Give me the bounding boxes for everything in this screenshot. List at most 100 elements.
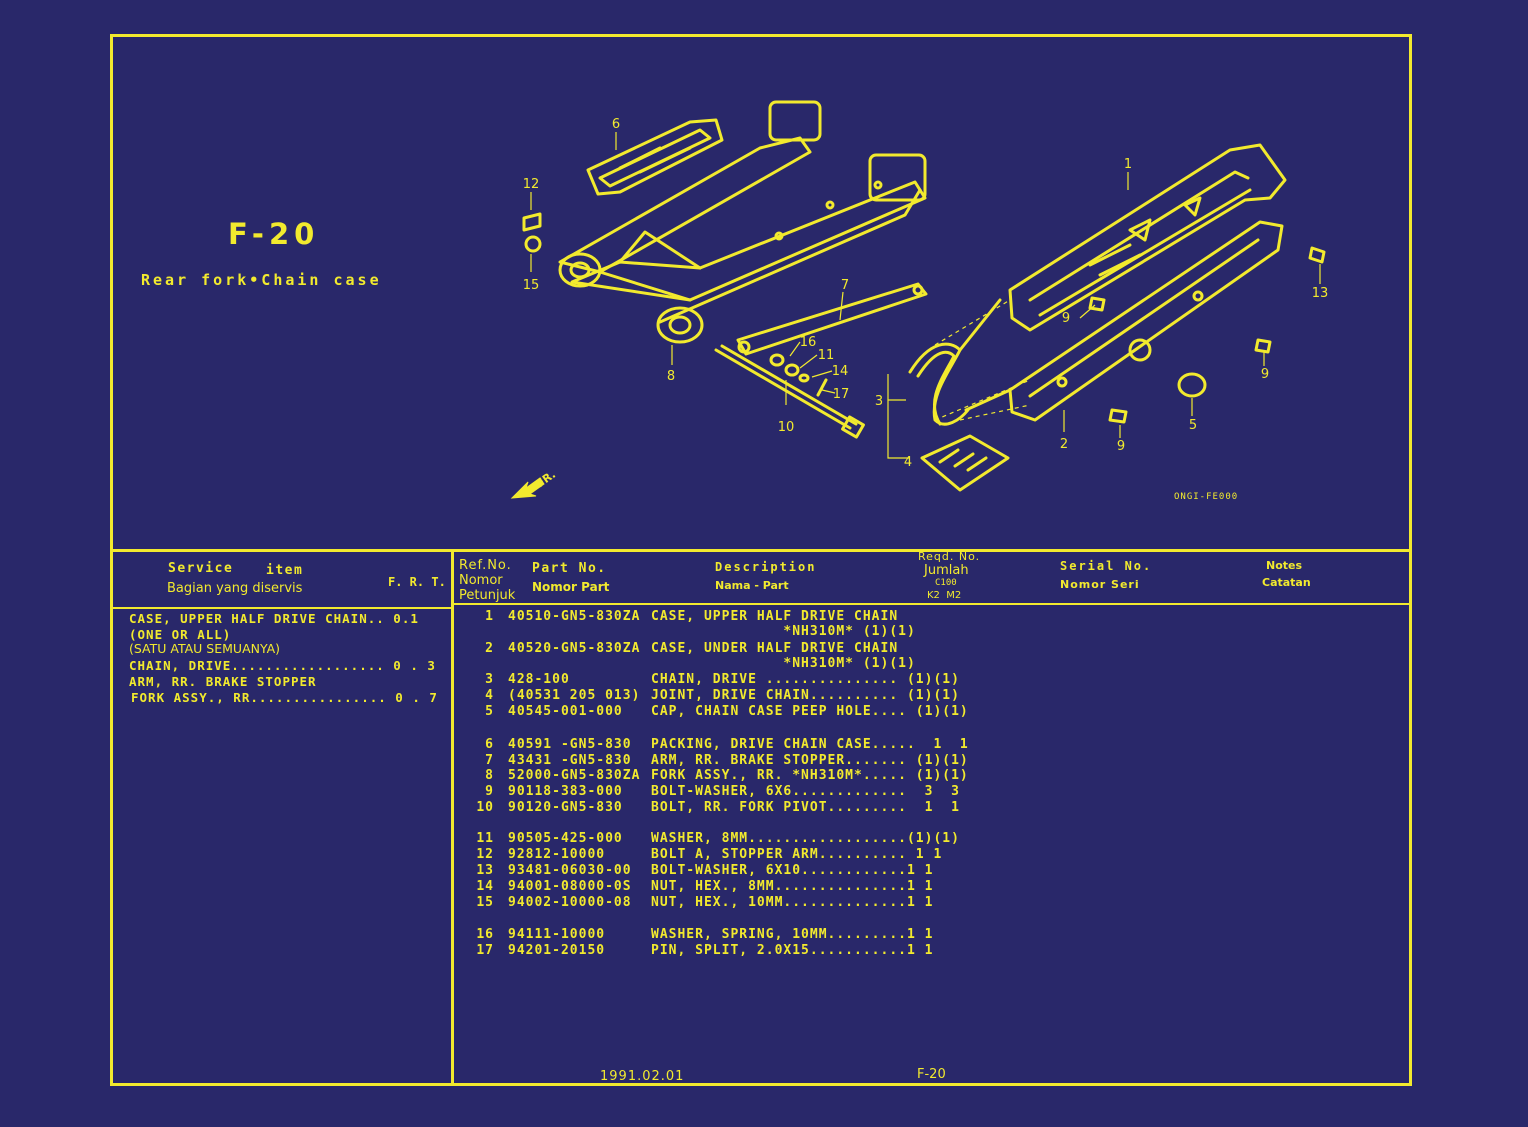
brake-stopper-arm-drawing <box>736 282 928 356</box>
callout-4: 4 <box>904 455 912 470</box>
callout-15: 15 <box>523 278 540 293</box>
part-description: NUT, HEX., 8MM...............1 1 <box>651 879 934 894</box>
callout-13: 13 <box>1312 286 1329 301</box>
page-code: F-20 <box>228 217 320 251</box>
callout-10: 10 <box>778 420 795 435</box>
callout-1: 1 <box>1124 157 1132 172</box>
part-number: 94002-10000-08 <box>508 895 632 910</box>
part-no-header: Part No. <box>532 561 607 576</box>
notes-header: Notes <box>1266 559 1303 572</box>
peep-hole-cap-drawing <box>1177 372 1207 398</box>
ref-number: 11 <box>476 831 494 846</box>
header-divider-left <box>113 607 451 609</box>
part-description: PACKING, DRIVE CHAIN CASE..... 1 1 <box>651 737 969 752</box>
part-description: WASHER, SPRING, 10MM.........1 1 <box>651 927 934 942</box>
callout-14: 14 <box>832 364 849 379</box>
reqd-header-variants: K2 M2 <box>927 590 962 601</box>
page-frame <box>110 34 1412 1086</box>
callout-3: 3 <box>875 394 883 409</box>
reqd-header-2: Jumlah <box>924 563 969 578</box>
ref-number: 10 <box>476 800 494 815</box>
part-number: 90505-425-000 <box>508 831 623 846</box>
part-description: CASE, UNDER HALF DRIVE CHAIN <box>651 641 899 656</box>
part-description: CASE, UPPER HALF DRIVE CHAIN <box>651 609 899 624</box>
callout-16: 16 <box>800 335 817 350</box>
callout-12: 12 <box>523 177 540 192</box>
ref-number: 9 <box>485 784 494 799</box>
under-chain-case-drawing <box>1008 220 1284 422</box>
ref-number: 7 <box>485 753 494 768</box>
part-number: 93481-06030-00 <box>508 863 632 878</box>
service-header: Service <box>168 561 234 576</box>
part-description: PIN, SPLIT, 2.0X15...........1 1 <box>651 943 934 958</box>
part-description: *NH310M* (1)(1) <box>651 656 916 671</box>
ref-number: 4 <box>485 688 494 703</box>
part-number: 40545-001-000 <box>508 704 623 719</box>
part-description: CAP, CHAIN CASE PEEP HOLE.... (1)(1) <box>651 704 969 719</box>
ref-number: 15 <box>476 895 494 910</box>
drawing-id: ONGI-FE000 <box>1174 492 1239 502</box>
callout-8: 8 <box>667 369 675 384</box>
bolts-12-15-drawing <box>522 212 542 253</box>
ref-number: 12 <box>476 847 494 862</box>
part-description: ARM, RR. BRAKE STOPPER....... (1)(1) <box>651 753 969 768</box>
part-no-header-2: Nomor Part <box>532 580 610 594</box>
part-description: BOLT, RR. FORK PIVOT......... 1 1 <box>651 800 960 815</box>
serial-header-2: Nomor Seri <box>1060 578 1140 591</box>
part-number: 94201-20150 <box>508 943 606 958</box>
callout-2: 2 <box>1060 437 1068 452</box>
callout-9c: 9 <box>1117 439 1125 454</box>
part-number: 40510-GN5-830ZA <box>508 609 641 624</box>
callout-7: 7 <box>841 278 849 293</box>
serial-header: Serial No. <box>1060 559 1153 573</box>
footer-page-code: F-20 <box>917 1067 946 1082</box>
ref-number: 5 <box>485 704 494 719</box>
footer-date: 1991.02.01 <box>600 1069 685 1084</box>
callout-9b: 9 <box>1261 367 1269 382</box>
reqd-header-model: C100 <box>935 578 957 588</box>
ref-number: 3 <box>485 672 494 687</box>
part-number: 52000-GN5-830ZA <box>508 768 641 783</box>
ref-number: 13 <box>476 863 494 878</box>
part-description: FORK ASSY., RR. *NH310M*..... (1)(1) <box>651 768 969 783</box>
chain-joint-drawing <box>920 434 1010 492</box>
rear-fork-drawing <box>558 100 927 344</box>
service-header-item: item <box>266 563 304 578</box>
part-number: 92812-10000 <box>508 847 606 862</box>
ref-number: 17 <box>476 943 494 958</box>
part-description: BOLT A, STOPPER ARM.......... 1 1 <box>651 847 943 862</box>
part-number: 94001-08000-0S <box>508 879 632 894</box>
part-number: (40531 205 013) <box>508 688 641 703</box>
service-line: CASE, UPPER HALF DRIVE CHAIN.. 0.1 <box>129 611 419 626</box>
part-number: 90120-GN5-830 <box>508 800 623 815</box>
ref-header-2: Nomor <box>459 573 503 588</box>
part-number: 94111-10000 <box>508 927 606 942</box>
service-line: FORK ASSY., RR................ 0 . 7 <box>131 690 438 705</box>
ref-header: Ref.No. <box>459 558 512 573</box>
part-description: CHAIN, DRIVE ............... (1)(1) <box>651 672 960 687</box>
part-description: BOLT-WASHER, 6X6............. 3 3 <box>651 784 960 799</box>
part-description: *NH310M* (1)(1) <box>651 624 916 639</box>
section-divider <box>110 549 1412 552</box>
service-line: (ONE OR ALL) <box>129 627 232 642</box>
part-number: 40591 -GN5-830 <box>508 737 632 752</box>
reqd-header: Reqd. No. <box>918 550 981 563</box>
column-divider <box>451 549 454 1086</box>
service-line: ARM, RR. BRAKE STOPPER <box>129 674 317 689</box>
chain-case-packing-drawing <box>586 118 724 196</box>
exploded-parts-diagram: 6 12 15 7 8 16 11 14 17 10 3 4 1 9 13 9 … <box>510 100 1329 499</box>
front-arrow-icon <box>510 477 545 499</box>
part-number: 428-100 <box>508 672 570 687</box>
washers-drawing <box>769 353 828 397</box>
callout-5: 5 <box>1189 418 1197 433</box>
notes-header-2: Catatan <box>1262 576 1311 589</box>
callout-9a: 9 <box>1062 311 1070 326</box>
ref-header-3: Petunjuk <box>459 588 516 603</box>
part-description: WASHER, 8MM..................(1)(1) <box>651 831 960 846</box>
page-title: Rear fork•Chain case <box>141 271 382 289</box>
service-header-local: Bagian yang diservis <box>167 581 303 596</box>
service-line: CHAIN, DRIVE.................. 0 . 3 <box>129 658 436 673</box>
part-number: 90118-383-000 <box>508 784 623 799</box>
upper-chain-case-drawing <box>1008 143 1287 332</box>
drive-chain-drawing <box>908 298 1012 426</box>
